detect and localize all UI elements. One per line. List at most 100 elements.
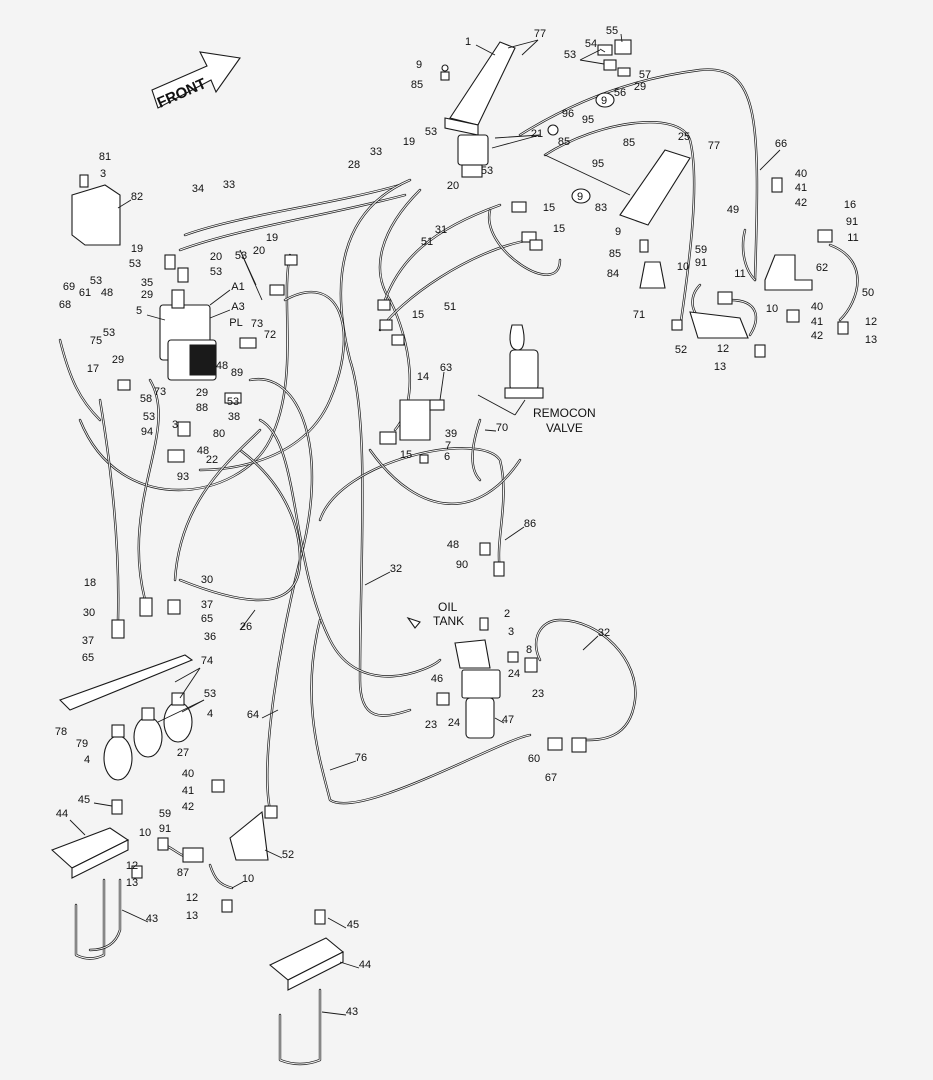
callout-72: 72 bbox=[264, 329, 276, 341]
callout-24: 24 bbox=[448, 717, 460, 729]
callout-21: 21 bbox=[531, 128, 543, 140]
callout-76: 76 bbox=[355, 752, 367, 764]
brackets bbox=[58, 184, 813, 861]
callout-51: 51 bbox=[421, 236, 433, 248]
callout-48: 48 bbox=[101, 287, 113, 299]
callout-20: 20 bbox=[253, 245, 265, 257]
callout-53: 53 bbox=[425, 126, 437, 138]
callout-29: 29 bbox=[634, 81, 646, 93]
callout-71: 71 bbox=[633, 309, 645, 321]
callout-85: 85 bbox=[411, 79, 423, 91]
callout-56: 56 bbox=[614, 87, 626, 99]
callout-36: 36 bbox=[204, 631, 216, 643]
callout-11: 11 bbox=[734, 268, 745, 280]
callout-40: 40 bbox=[795, 168, 807, 180]
callout-37: 37 bbox=[82, 635, 94, 647]
callout-77: 77 bbox=[708, 140, 720, 152]
callout-23: 23 bbox=[425, 719, 437, 731]
callout-91: 91 bbox=[695, 257, 707, 269]
callout-64: 64 bbox=[247, 709, 259, 721]
callout-12: 12 bbox=[186, 892, 198, 904]
callout-53: 53 bbox=[143, 411, 155, 423]
callout-22: 22 bbox=[206, 454, 218, 466]
oil-label: OIL bbox=[438, 600, 458, 614]
callout-63: 63 bbox=[440, 362, 452, 374]
callout-45: 45 bbox=[347, 919, 359, 931]
callout-94: 94 bbox=[141, 426, 153, 438]
callout-66: 66 bbox=[775, 138, 787, 150]
remocon-label: REMOCON bbox=[533, 406, 596, 420]
callout-53: 53 bbox=[129, 258, 141, 270]
callout-77: 77 bbox=[534, 28, 546, 40]
callout-30: 30 bbox=[83, 607, 95, 619]
callout-73: 73 bbox=[251, 318, 263, 330]
callout-49: 49 bbox=[727, 204, 739, 216]
callout-8: 8 bbox=[526, 644, 532, 656]
callout-41: 41 bbox=[795, 182, 807, 194]
callout-87: 87 bbox=[177, 867, 189, 879]
callout-34: 34 bbox=[192, 183, 204, 195]
callout-PL: PL bbox=[229, 317, 242, 329]
tank-label: TANK bbox=[433, 614, 464, 628]
callout-75: 75 bbox=[90, 335, 102, 347]
leader-lines bbox=[69, 33, 781, 1016]
callout-16: 16 bbox=[844, 199, 856, 211]
callout-85: 85 bbox=[558, 136, 570, 148]
callout-70: 70 bbox=[496, 422, 508, 434]
callout-26: 26 bbox=[240, 621, 252, 633]
callout-12: 12 bbox=[126, 860, 138, 872]
callout-1: 1 bbox=[465, 36, 471, 48]
callout-32: 32 bbox=[390, 563, 402, 575]
callout-11: 11 bbox=[847, 232, 858, 244]
callout-32: 32 bbox=[598, 627, 610, 639]
callout-53: 53 bbox=[564, 49, 576, 61]
front-arrow: FRONT bbox=[151, 51, 241, 112]
callout-53: 53 bbox=[204, 688, 216, 700]
callout-13: 13 bbox=[865, 334, 877, 346]
callout-15: 15 bbox=[400, 449, 412, 461]
circle-ref-9b: 9 bbox=[577, 191, 583, 203]
callout-29: 29 bbox=[112, 354, 124, 366]
callout-93: 93 bbox=[177, 471, 189, 483]
callout-35: 35 bbox=[141, 277, 153, 289]
callout-27: 27 bbox=[177, 747, 189, 759]
callout-29: 29 bbox=[196, 387, 208, 399]
callout-51: 51 bbox=[444, 301, 456, 313]
callout-48: 48 bbox=[197, 445, 209, 457]
callout-39: 39 bbox=[445, 428, 457, 440]
callout-89: 89 bbox=[231, 367, 243, 379]
callout-78: 78 bbox=[55, 726, 67, 738]
callout-57: 57 bbox=[639, 69, 651, 81]
callout-42: 42 bbox=[811, 330, 823, 342]
callout-52: 52 bbox=[675, 344, 687, 356]
callout-43: 43 bbox=[146, 913, 158, 925]
callout-3: 3 bbox=[172, 419, 178, 431]
callout-65: 65 bbox=[201, 613, 213, 625]
callout-4: 4 bbox=[84, 754, 90, 766]
callout-69: 69 bbox=[63, 281, 75, 293]
circled-refs: 9 9 bbox=[571, 92, 615, 204]
callout-10: 10 bbox=[766, 303, 778, 315]
callout-41: 41 bbox=[182, 785, 194, 797]
callout-17: 17 bbox=[87, 363, 99, 375]
callout-74: 74 bbox=[201, 655, 213, 667]
callout-53: 53 bbox=[210, 266, 222, 278]
valve-label: VALVE bbox=[546, 421, 583, 435]
callout-5: 5 bbox=[136, 305, 142, 317]
callout-96: 96 bbox=[562, 108, 574, 120]
callout-20: 20 bbox=[447, 180, 459, 192]
accumulators bbox=[103, 692, 193, 781]
callout-3: 3 bbox=[508, 626, 514, 638]
callout-52: 52 bbox=[282, 849, 294, 861]
callout-53: 53 bbox=[235, 250, 247, 262]
callout-42: 42 bbox=[795, 197, 807, 209]
callout-24: 24 bbox=[508, 668, 520, 680]
callout-83: 83 bbox=[595, 202, 607, 214]
callout-47: 47 bbox=[502, 714, 514, 726]
callout-38: 38 bbox=[228, 411, 240, 423]
callout-43: 43 bbox=[346, 1006, 358, 1018]
callout-37: 37 bbox=[201, 599, 213, 611]
callout-58: 58 bbox=[140, 393, 152, 405]
callout-48: 48 bbox=[216, 360, 228, 372]
